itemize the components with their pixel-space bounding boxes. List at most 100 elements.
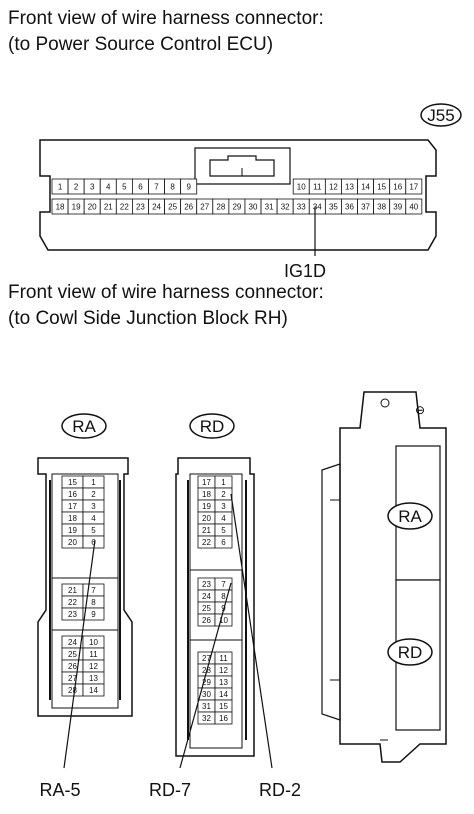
pin-number: 38 — [377, 203, 386, 212]
pin-number: 32 — [281, 203, 290, 212]
pin-number: 17 — [409, 183, 418, 192]
j55-latch — [209, 155, 275, 177]
pin-number: 15 — [377, 183, 386, 192]
pin-number: 21 — [104, 203, 113, 212]
pin-number: 13 — [89, 674, 98, 683]
block-rd-oval — [387, 638, 433, 666]
pin-number: 39 — [393, 203, 402, 212]
pin-number: 19 — [202, 502, 211, 511]
pin-number: 3 — [221, 502, 226, 511]
pin-cell — [82, 683, 105, 697]
pin-number: 24 — [152, 203, 161, 212]
pin-cell — [214, 613, 233, 627]
pin-cell — [214, 535, 233, 549]
caption-junction-block-connector: Front view of wire harness connector: (t… — [8, 280, 324, 332]
ra-tag-oval — [61, 413, 107, 439]
pin-number: 2 — [221, 490, 226, 499]
pin-number: 13 — [219, 678, 228, 687]
pin-number: 25 — [202, 604, 211, 613]
rd7-label: RD-7 — [149, 780, 191, 800]
pin-number: 23 — [136, 203, 145, 212]
pin-number: 18 — [202, 490, 211, 499]
block-rd-tag: RD — [398, 643, 423, 662]
pin-number: 26 — [68, 662, 77, 671]
mount-hole-icon — [380, 398, 390, 408]
pin-cell — [82, 607, 105, 621]
j55-tag: J55 — [427, 106, 454, 125]
pin-number: 10 — [219, 616, 228, 625]
pin-cell — [214, 711, 233, 725]
pin-number: 11 — [313, 183, 322, 192]
j55-latch-frame — [194, 147, 291, 185]
pin-number: 8 — [170, 183, 175, 192]
pin-number: 4 — [91, 514, 96, 523]
pin-number: 5 — [91, 526, 96, 535]
pin-number: 10 — [297, 183, 306, 192]
pin-number: 2 — [91, 490, 96, 499]
pin-number: 30 — [249, 203, 258, 212]
rd-connector: RD 1711821932042152262372482592610271128… — [149, 413, 301, 800]
pin-number: 4 — [106, 183, 111, 192]
pin-number: 7 — [154, 183, 159, 192]
pin-number: 16 — [219, 714, 228, 723]
pin-number: 18 — [56, 203, 65, 212]
pin-number: 12 — [219, 666, 228, 675]
ground-mark-icon: ⊖ — [415, 403, 425, 417]
pin-number: 19 — [68, 526, 77, 535]
pin-number: 15 — [219, 702, 228, 711]
ra5-leader — [63, 539, 96, 769]
pin-number: 6 — [91, 538, 96, 547]
pin-number: 5 — [122, 183, 127, 192]
pin-cell — [405, 198, 423, 215]
pin-number: 1 — [58, 183, 63, 192]
pin-number: 10 — [89, 638, 98, 647]
pin-number: 8 — [221, 592, 226, 601]
pin-number: 17 — [68, 502, 77, 511]
rd2-label: RD-2 — [259, 780, 301, 800]
ra-tag: RA — [72, 417, 96, 436]
caption-line: Front view of wire harness connector: — [8, 8, 324, 29]
pin-number: 24 — [202, 592, 211, 601]
pin-number: 8 — [91, 598, 96, 607]
pin-number: 31 — [202, 702, 211, 711]
pin-number: 28 — [68, 686, 77, 695]
rd-inner-frame — [189, 473, 243, 749]
rd-tag: RD — [200, 417, 225, 436]
caption-ecu-connector: Front view of wire harness connector: (t… — [8, 6, 324, 58]
pin-number: 7 — [221, 580, 226, 589]
pin-number: 15 — [68, 478, 77, 487]
pin-number: 3 — [90, 183, 95, 192]
pin-number: 29 — [232, 203, 241, 212]
pin-number: 27 — [202, 654, 211, 663]
pin-number: 18 — [68, 514, 77, 523]
pin-number: 35 — [329, 203, 338, 212]
pin-number: 28 — [216, 203, 225, 212]
pin-number: 21 — [202, 526, 211, 535]
pin-number: 12 — [89, 662, 98, 671]
pin-number: 14 — [89, 686, 98, 695]
pin-number: 27 — [68, 674, 77, 683]
pin-number: 16 — [68, 490, 77, 499]
pin-number: 30 — [202, 690, 211, 699]
j55-tag-oval — [420, 103, 462, 127]
pin-number: 7 — [91, 586, 96, 595]
pin-number: 19 — [72, 203, 81, 212]
pin-number: 6 — [138, 183, 143, 192]
caption-line: (to Power Source Control ECU) — [8, 34, 274, 55]
pin-number: 32 — [202, 714, 211, 723]
pin-number: 4 — [221, 514, 226, 523]
pin-number: 36 — [345, 203, 354, 212]
pin-number: 12 — [329, 183, 338, 192]
pin-number: 23 — [68, 610, 77, 619]
pin-number: 33 — [297, 203, 306, 212]
pin-number: 14 — [361, 183, 370, 192]
junction-block-bracket — [321, 463, 341, 721]
pin-number: 1 — [221, 478, 226, 487]
pin-number: 23 — [202, 580, 211, 589]
pin-number: 3 — [91, 502, 96, 511]
pin-number: 9 — [91, 610, 96, 619]
